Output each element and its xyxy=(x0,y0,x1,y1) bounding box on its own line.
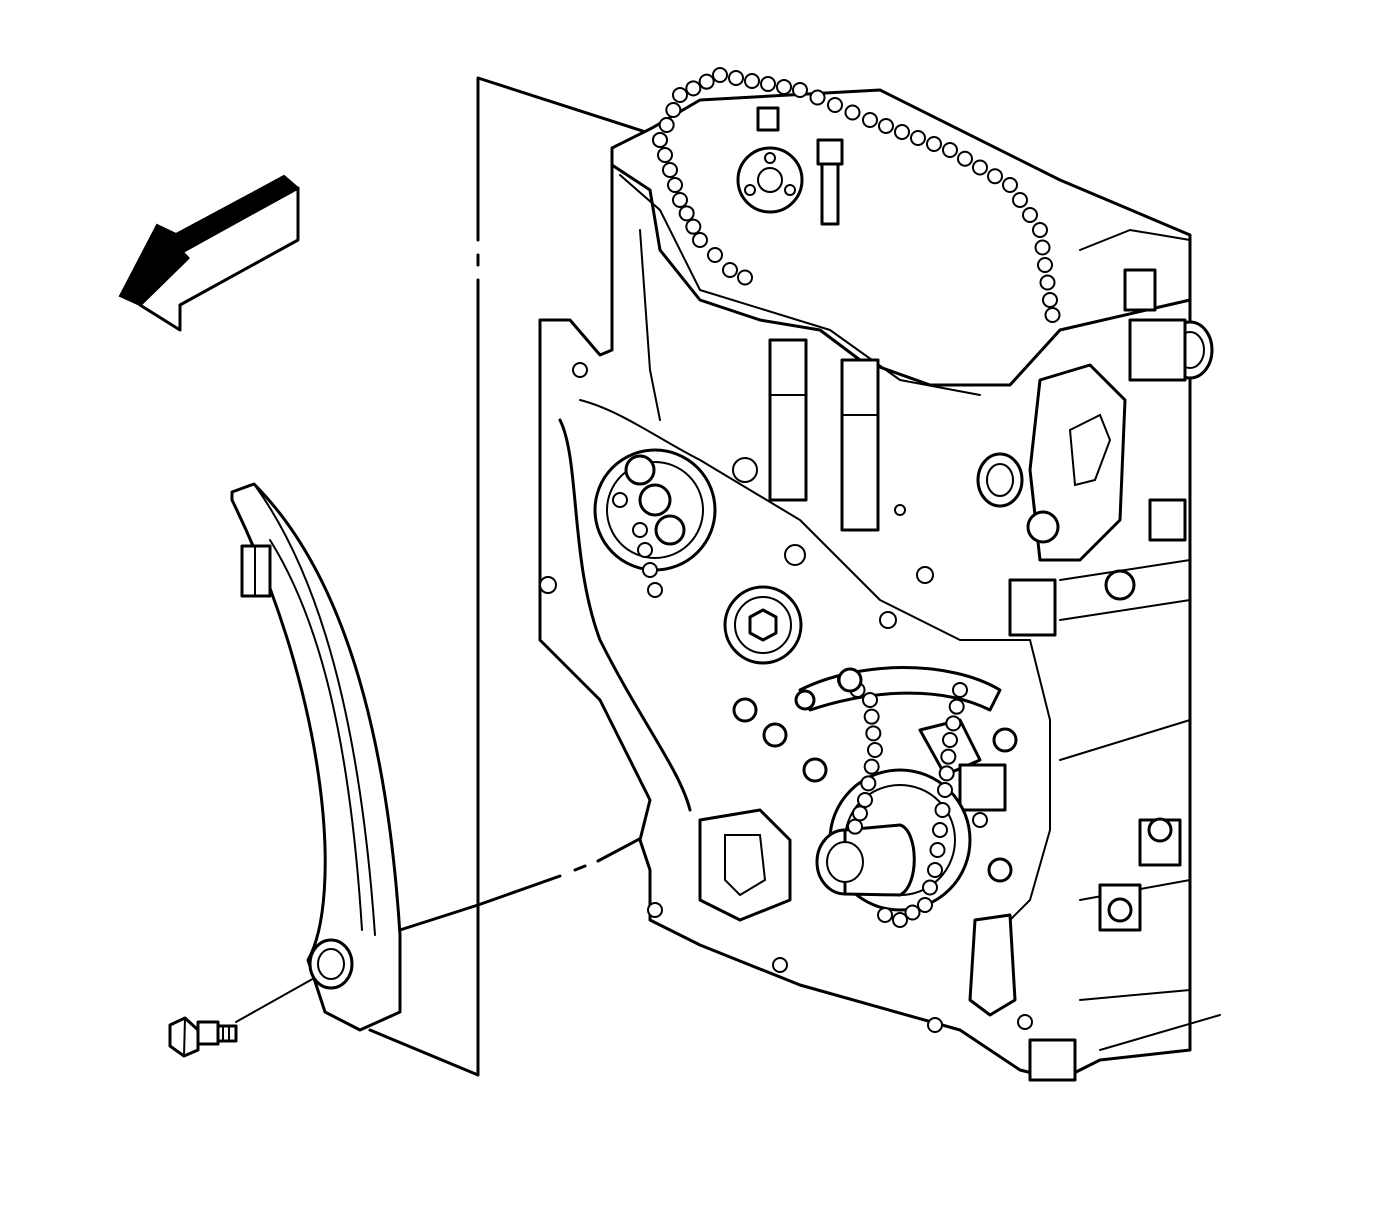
chain-link xyxy=(1044,307,1061,323)
chain-link xyxy=(844,104,861,121)
chain-link xyxy=(867,742,883,758)
chain-link xyxy=(952,682,968,698)
chain-link xyxy=(637,542,653,558)
chain-link xyxy=(647,582,663,598)
chain-link xyxy=(860,775,877,792)
chain-link xyxy=(1034,239,1051,256)
chain-link xyxy=(1042,292,1058,308)
chain-link xyxy=(722,262,738,278)
chain-link xyxy=(938,765,955,782)
chain-link xyxy=(1002,177,1018,193)
chain-link xyxy=(1037,257,1053,273)
engine-front-timing-assembly xyxy=(538,88,1221,1082)
chain-link xyxy=(685,218,702,235)
chain-link xyxy=(862,692,878,708)
chain-link xyxy=(927,862,943,878)
chain-link xyxy=(692,232,708,248)
front-cover-bolts xyxy=(732,667,1173,923)
chain-link xyxy=(712,67,728,83)
chain-link xyxy=(917,897,933,913)
chain-link xyxy=(667,177,683,193)
chain-link xyxy=(678,205,695,222)
chain-link xyxy=(972,159,988,176)
chain-link xyxy=(847,818,863,835)
chain-link xyxy=(776,79,792,95)
chain-link xyxy=(892,912,908,928)
chain-link xyxy=(1022,207,1038,223)
chain-link xyxy=(910,130,926,146)
chain-link xyxy=(929,842,946,858)
exploded-view-frame xyxy=(368,76,657,1077)
chain-link xyxy=(863,758,880,775)
chain-link xyxy=(904,904,921,921)
chain-link xyxy=(665,102,682,118)
chain-link xyxy=(934,802,951,818)
view-direction-arrow-icon xyxy=(118,174,300,332)
chain-link xyxy=(852,805,868,822)
camshaft-sprocket-upper xyxy=(736,106,844,226)
timing-chain-guide xyxy=(230,482,402,1032)
chain-link xyxy=(945,715,962,732)
chain-link xyxy=(737,269,753,286)
idler-sprocket xyxy=(723,585,803,665)
chain-link xyxy=(877,907,893,923)
chain-link xyxy=(857,792,873,808)
chain-link xyxy=(685,80,702,97)
chain-link xyxy=(809,89,826,106)
chain-link xyxy=(948,698,965,715)
chain-link xyxy=(707,247,723,263)
chain-link xyxy=(652,132,668,148)
chain-link xyxy=(744,73,760,89)
chain-link xyxy=(728,70,744,86)
chain-link xyxy=(940,748,957,765)
chain-link xyxy=(942,732,958,748)
chain-link xyxy=(642,562,658,578)
chain-link xyxy=(862,112,878,128)
chain-link xyxy=(672,192,688,208)
chain-link xyxy=(760,76,776,92)
chain-link xyxy=(972,812,988,828)
chain-link xyxy=(698,73,715,90)
chain-link xyxy=(672,87,688,103)
chain-link xyxy=(957,150,973,167)
chain-link xyxy=(863,708,880,725)
chain-link xyxy=(942,142,958,158)
chain-link xyxy=(1012,192,1028,208)
chain-link xyxy=(632,522,648,538)
chain-link xyxy=(658,117,675,133)
guide-bolt xyxy=(168,1016,238,1058)
chain-link xyxy=(878,118,894,134)
chain-link xyxy=(932,822,948,838)
chain-link xyxy=(1032,222,1048,238)
chain-link xyxy=(926,136,942,152)
chain-link xyxy=(657,147,673,163)
chain-link xyxy=(922,879,938,896)
chain-link xyxy=(1039,274,1056,291)
chain-link xyxy=(827,97,843,113)
chain-link xyxy=(894,124,910,140)
chain-link xyxy=(792,82,808,98)
chain-link xyxy=(865,725,882,742)
chain-link xyxy=(662,162,678,178)
timing-chain xyxy=(632,67,1061,928)
chain-link xyxy=(937,782,953,798)
chain-link xyxy=(987,168,1003,185)
camshaft-sprocket-left xyxy=(593,448,717,572)
